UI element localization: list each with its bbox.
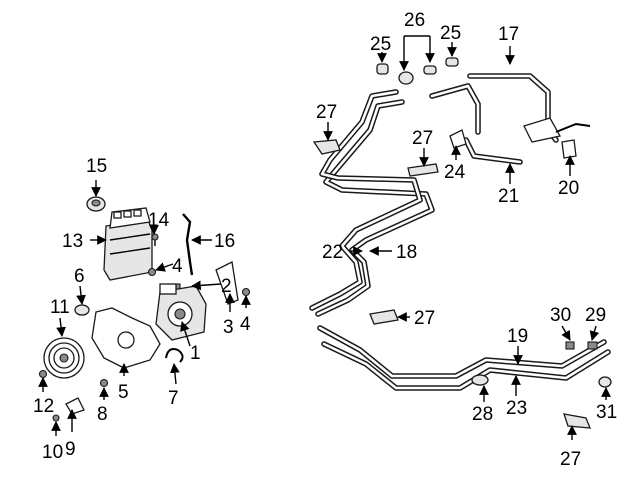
bolt-8: [99, 378, 109, 388]
callout-11: 11: [50, 297, 70, 318]
grommet-25a: [376, 63, 389, 75]
callout-26: 26: [404, 10, 425, 31]
clip-24: [449, 129, 467, 149]
bolt-12: [38, 369, 48, 379]
callout-18: 18: [396, 242, 417, 263]
callout-23: 23: [506, 398, 527, 419]
callout-7: 7: [168, 388, 179, 409]
power-steering-pump: [155, 283, 207, 341]
callout-10: 10: [42, 442, 63, 463]
pressure-lines: [309, 89, 435, 317]
bolt-10: [52, 414, 60, 422]
seal-6: [74, 304, 90, 316]
callout-13: 13: [62, 231, 83, 252]
bolt-4b: [241, 287, 251, 297]
pulley: [43, 337, 85, 379]
callout-1: 1: [190, 343, 201, 364]
mount-hole: [117, 331, 135, 349]
leader-lines: [38, 35, 611, 440]
grommet-25b: [445, 57, 459, 67]
callout-27d: 27: [560, 449, 581, 470]
callout-30: 30: [550, 305, 571, 326]
feed-hose: [429, 73, 591, 143]
callout-numbers: 1 2 3 4 4 5 6 7 8 9 10 11 12 13 14 15 16…: [33, 10, 617, 470]
callout-16: 16: [214, 231, 235, 252]
callout-20: 20: [558, 178, 579, 199]
bracket-9: [65, 397, 85, 415]
clip-30: [565, 341, 575, 350]
callout-19: 19: [507, 326, 528, 347]
clip-27-d: [563, 413, 591, 429]
callout-4b: 4: [240, 314, 251, 335]
callout-9: 9: [65, 439, 76, 460]
callout-25b: 25: [440, 23, 461, 44]
callout-6: 6: [74, 266, 85, 287]
callout-24: 24: [444, 162, 466, 183]
reservoir: [103, 207, 153, 281]
clip-31: [598, 376, 612, 388]
callout-27c: 27: [414, 308, 435, 329]
callout-14: 14: [148, 210, 170, 231]
callout-5: 5: [118, 382, 129, 403]
clip-27-c: [369, 309, 399, 325]
return-hose: [182, 213, 194, 276]
callout-27a: 27: [316, 102, 337, 123]
grommet-26a: [398, 71, 414, 85]
callout-29: 29: [585, 305, 606, 326]
callout-3: 3: [223, 317, 234, 338]
line-21-inner: [464, 138, 522, 164]
return-lines: [317, 325, 611, 391]
clip-29: [587, 341, 598, 350]
callout-31: 31: [596, 402, 617, 423]
callout-4a: 4: [172, 256, 183, 277]
bracket-20: [561, 139, 577, 159]
callout-25a: 25: [370, 34, 391, 55]
hose-clamp: [165, 348, 184, 363]
callout-15: 15: [86, 156, 107, 177]
bolt-14: [151, 233, 159, 246]
clip-27-b: [407, 163, 439, 177]
callout-21: 21: [498, 186, 519, 207]
reservoir-cap: [86, 196, 106, 212]
callout-28: 28: [472, 404, 493, 425]
callout-8: 8: [97, 404, 108, 425]
callout-17: 17: [498, 24, 519, 45]
callout-27b: 27: [412, 128, 433, 149]
clip-28: [471, 374, 489, 386]
callout-22: 22: [322, 242, 343, 263]
bolt-4a: [147, 267, 157, 277]
callout-12: 12: [33, 396, 54, 417]
grommet-26b: [423, 65, 437, 75]
callout-2: 2: [221, 276, 232, 297]
